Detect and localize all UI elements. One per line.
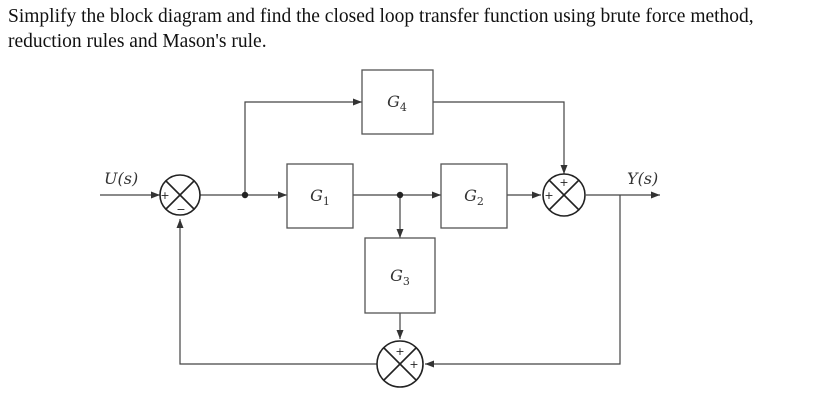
block-subscript: 3 (403, 275, 410, 288)
plus-sign: + (544, 189, 553, 202)
arrowhead (425, 360, 434, 368)
arrowhead (651, 191, 660, 199)
plus-sign: + (559, 176, 568, 189)
plus-sign: + (395, 345, 404, 358)
plus-sign: + (160, 189, 169, 202)
block-subscript: 1 (323, 195, 330, 208)
block-g1: G1 (286, 163, 354, 229)
block-g3: G3 (364, 237, 436, 314)
wire-g4-sum2 (433, 101, 565, 174)
arrowhead (176, 219, 184, 228)
question-line-2: reduction rules and Mason's rule. (8, 31, 267, 52)
summing-junction-input: + − (159, 174, 201, 216)
arrowhead (278, 191, 287, 199)
arrowhead (560, 165, 568, 174)
wire-branch-g4 (244, 101, 362, 195)
block-subscript: 4 (400, 101, 407, 114)
question-line-1: Simplify the block diagram and find the … (8, 6, 754, 27)
question-text: Simplify the block diagram and find the … (8, 4, 808, 54)
block-subscript: 2 (477, 195, 484, 208)
minus-sign: − (176, 203, 185, 216)
wire-feedback-left (179, 219, 377, 365)
input-label: U(s) (104, 169, 138, 188)
branch-point (241, 191, 249, 199)
arrowhead (432, 191, 441, 199)
plus-sign: + (409, 358, 418, 371)
arrowhead (151, 191, 160, 199)
block-name: G (310, 186, 323, 205)
block-g4: G4 (361, 69, 434, 135)
arrowhead (532, 191, 541, 199)
svg-text:G4: G4 (387, 92, 407, 114)
arrowhead (353, 98, 362, 106)
arrowhead (396, 330, 404, 339)
svg-text:G3: G3 (390, 266, 410, 288)
svg-text:G2: G2 (464, 186, 484, 208)
block-name: G (464, 186, 477, 205)
branch-point (396, 191, 404, 199)
arrowhead (396, 229, 404, 238)
wire-feedback-right (425, 195, 621, 365)
block-g2: G2 (440, 163, 508, 229)
block-name: G (390, 266, 403, 285)
summing-junction-feedback: + + (376, 340, 424, 388)
output-label: Y(s) (627, 169, 658, 188)
summing-junction-output: + + (542, 173, 586, 217)
svg-text:G1: G1 (310, 186, 330, 208)
block-name: G (387, 92, 400, 111)
